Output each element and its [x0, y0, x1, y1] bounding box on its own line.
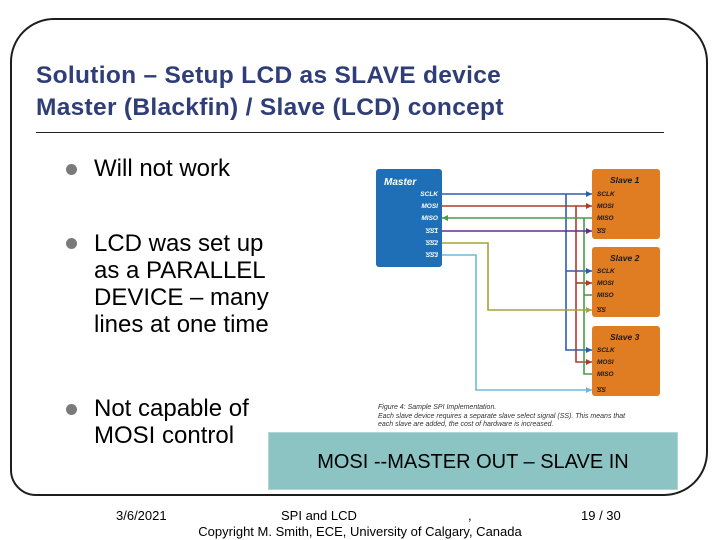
bullet-line: LCD was set up	[94, 230, 264, 257]
master-label: Master	[384, 177, 417, 188]
footer-copyright: Copyright M. Smith, ECE, University of C…	[198, 524, 522, 539]
title-line-1: Solution – Setup LCD as SLAVE device	[36, 62, 502, 89]
bullet-icon	[66, 404, 77, 415]
footer-date: 3/6/2021	[116, 508, 167, 523]
title-line-2: Master (Blackfin) / Slave (LCD) concept	[36, 94, 504, 121]
bullet-2-text: LCD was set up as a PARALLEL DEVICE – ma…	[94, 230, 269, 338]
master-box	[376, 169, 442, 267]
arrowhead	[586, 203, 592, 209]
caption-line: Each slave device requires a separate sl…	[378, 412, 626, 420]
slave-2-pin-mosi: MOSI	[597, 280, 614, 287]
slave-1-pin-mosi: MOSI	[597, 203, 614, 210]
slave-3-label: Slave 3	[610, 332, 640, 342]
bullet-line: MOSI control	[94, 422, 235, 449]
ss2-wire	[442, 242, 592, 311]
bullet-line: lines at one time	[94, 311, 269, 338]
slave-1-pin-ss: SS	[597, 228, 606, 235]
slave-1-label: Slave 1	[610, 175, 640, 185]
slave-1-pin-sclk: SCLK	[597, 191, 616, 198]
master-pin-sclk: SCLK	[420, 191, 439, 198]
slave-2-pin-sclk: SCLK	[597, 268, 616, 275]
slave-3-pin-miso: MISO	[597, 371, 614, 378]
spi-master-slave-diagram: Master SCLK MOSI MISO SS1 SS2 SS3 Slave …	[376, 169, 660, 396]
master-pin-ss3: SS3	[426, 252, 439, 259]
master-pin-ss1: SS1	[426, 228, 439, 235]
master-pin-ss2: SS2	[426, 240, 439, 247]
bullet-line: as a PARALLEL	[94, 257, 266, 284]
slave-3-pin-mosi: MOSI	[597, 359, 614, 366]
arrowhead	[586, 387, 592, 393]
slave-3-pin-ss: SS	[597, 387, 606, 394]
arrowhead	[586, 359, 592, 365]
slave-1-box	[592, 169, 660, 239]
figure-caption: Figure 4: Sample SPI Implementation. Eac…	[378, 404, 628, 430]
slave-2-pin-miso: MISO	[597, 292, 614, 299]
arrowhead	[586, 228, 592, 234]
bullet-icon	[66, 238, 77, 249]
ss3-wire	[442, 254, 592, 391]
master-pin-mosi: MOSI	[421, 203, 438, 210]
slave-2-box	[592, 247, 660, 317]
miso-wire	[583, 218, 592, 375]
slave-2-pin-ss: SS	[597, 307, 606, 314]
slave-1-pin-miso: MISO	[597, 215, 614, 222]
bullet-1-text: Will not work	[94, 155, 230, 182]
arrowhead	[586, 268, 592, 274]
mosi-callout-text: MOSI --MASTER OUT – SLAVE IN	[317, 451, 629, 473]
arrowhead	[586, 307, 592, 313]
footer-topic: SPI and LCD	[281, 508, 357, 523]
caption-line: each slave are added, the cost of hardwa…	[378, 421, 554, 428]
slide-title: Solution – Setup LCD as SLAVE device Mas…	[36, 60, 686, 124]
mosi-callout-box: MOSI --MASTER OUT – SLAVE IN	[268, 432, 678, 490]
bullet-icon	[66, 164, 77, 175]
arrowhead	[442, 215, 448, 221]
arrowhead	[586, 280, 592, 286]
slave-3-pin-sclk: SCLK	[597, 347, 616, 354]
caption-line: Figure 4: Sample SPI Implementation.	[378, 404, 497, 411]
slave-3-box	[592, 326, 660, 396]
bullet-line: Not capable of	[94, 395, 249, 422]
bullet-line: DEVICE – many	[94, 284, 269, 311]
slave-2-label: Slave 2	[610, 253, 640, 263]
footer-separator: ,	[468, 508, 472, 523]
title-divider	[36, 132, 664, 133]
master-pin-miso: MISO	[421, 215, 438, 222]
bullet-3-text: Not capable of MOSI control	[94, 395, 249, 449]
bullet-line: Will not work	[94, 155, 231, 182]
arrowhead	[586, 191, 592, 197]
arrowhead	[586, 347, 592, 353]
slide-frame	[10, 18, 708, 496]
footer-page-number: 19 / 30	[581, 508, 621, 523]
